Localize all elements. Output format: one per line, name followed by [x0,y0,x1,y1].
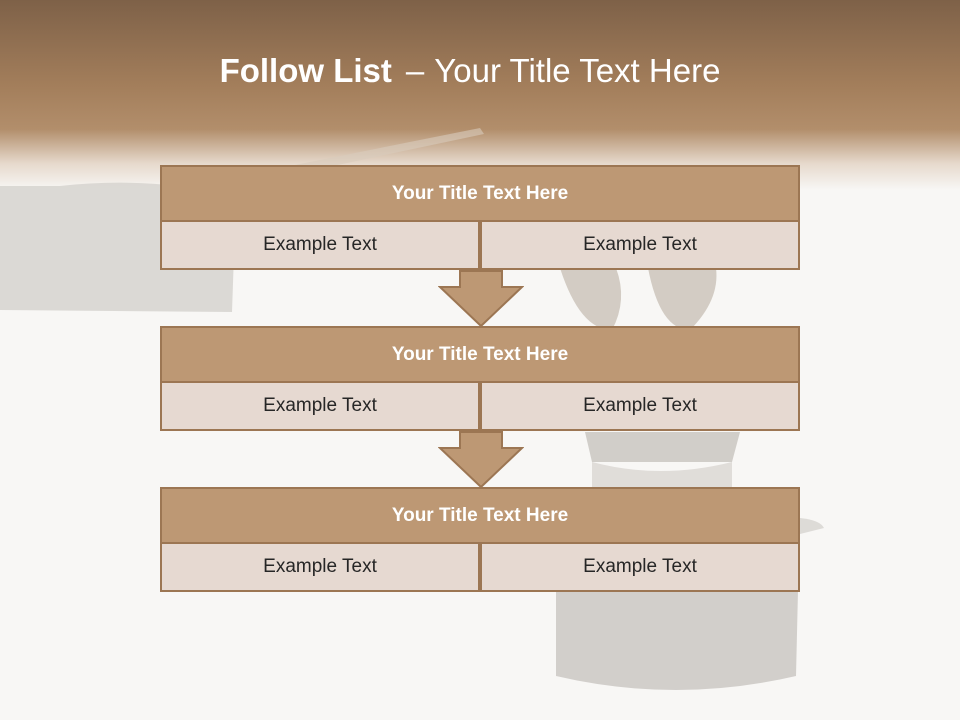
down-arrow-icon [438,431,524,489]
step-box-3: Your Title Text Here Example Text Exampl… [160,487,800,592]
step-box-2: Your Title Text Here Example Text Exampl… [160,326,800,431]
step-cell-right: Example Text [480,544,800,592]
step-title: Your Title Text Here [160,165,800,222]
step-cell-right: Example Text [480,222,800,270]
step-cell-left: Example Text [160,383,480,431]
title-rest-text: Your Title Text Here [434,52,721,89]
slide-title: Follow List–Your Title Text Here [0,52,940,90]
step-box-1: Your Title Text Here Example Text Exampl… [160,165,800,270]
down-arrow-icon [438,270,524,328]
step-cell-left: Example Text [160,544,480,592]
title-separator: – [405,52,425,89]
title-bold-text: Follow List [219,52,392,89]
step-cell-left: Example Text [160,222,480,270]
step-title: Your Title Text Here [160,326,800,383]
header-band [0,0,960,190]
step-title: Your Title Text Here [160,487,800,544]
step-cell-right: Example Text [480,383,800,431]
